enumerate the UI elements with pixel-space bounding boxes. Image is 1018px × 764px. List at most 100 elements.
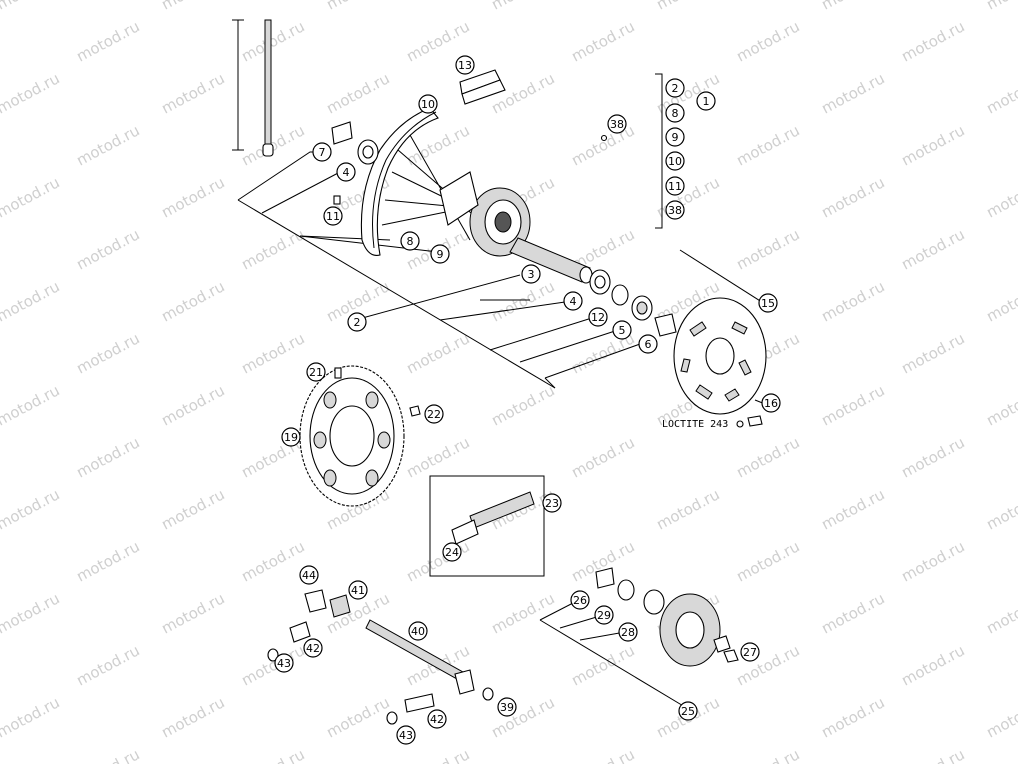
callout-circle <box>312 142 332 162</box>
callout-number: 23 <box>545 497 559 510</box>
callout-number: 9 <box>437 248 444 261</box>
long-axle-part <box>262 19 274 157</box>
callout-circle <box>563 291 583 311</box>
watermark-text: motod.ru <box>733 225 802 273</box>
part-number-callout: 41 <box>348 580 368 600</box>
callout-number: 21 <box>309 366 323 379</box>
watermark-text: motod.ru <box>158 0 227 14</box>
watermark-text: motod.ru <box>73 537 142 585</box>
watermark-text: motod.ru <box>403 537 472 585</box>
callout-circle <box>303 638 323 658</box>
part-number-callout: 42 <box>427 709 447 729</box>
callout-circle <box>427 709 447 729</box>
watermark-text: motod.ru <box>158 485 227 533</box>
watermark-text: motod.ru <box>983 0 1018 14</box>
watermark-text: motod.ru <box>653 173 722 221</box>
part-number-callout: 27 <box>740 642 760 662</box>
watermark-text: motod.ru <box>73 17 142 65</box>
callout-circle <box>521 264 541 284</box>
watermark-text: motod.ru <box>73 745 142 764</box>
watermark-text: motod.ru <box>898 745 967 764</box>
chain-box <box>429 475 545 577</box>
callout-circle <box>618 622 638 642</box>
part-number-callout: 19 <box>281 427 301 447</box>
callout-circle <box>570 590 590 610</box>
callout-number: 43 <box>399 729 413 742</box>
rim-strip-part <box>459 69 506 105</box>
callout-circle <box>740 642 760 662</box>
part-number-callout: 40 <box>408 621 428 641</box>
part-number-callout: 8 <box>400 231 420 251</box>
watermark-text: motod.ru <box>158 589 227 637</box>
watermark-text: motod.ru <box>488 693 557 741</box>
callout-number: 4 <box>343 166 350 179</box>
watermark-text: motod.ru <box>73 225 142 273</box>
watermark-text: motod.ru <box>403 433 472 481</box>
part-callouts: 1289101138131038741189324125615212219162… <box>274 55 781 745</box>
part-number-callout: 11 <box>665 176 685 196</box>
callout-number: 41 <box>351 584 365 597</box>
spacer-parts-top <box>331 121 379 205</box>
watermark-text: motod.ru <box>653 0 722 14</box>
part-number-callout: 42 <box>303 638 323 658</box>
callout-circle <box>306 362 326 382</box>
watermark-text: motod.ru <box>898 433 967 481</box>
callout-number: 2 <box>354 316 361 329</box>
brake-disc-part <box>673 297 767 415</box>
watermark-text: motod.ru <box>323 693 392 741</box>
callout-circle <box>442 542 462 562</box>
callout-circle <box>400 231 420 251</box>
callout-circle <box>348 580 368 600</box>
part-number-callout: 21 <box>306 362 326 382</box>
part-number-callout: 13 <box>455 55 475 75</box>
watermark-text: motod.ru <box>983 69 1018 117</box>
watermark-text: motod.ru <box>983 173 1018 221</box>
callout-number: 26 <box>573 594 587 607</box>
part-number-callout: 28 <box>618 622 638 642</box>
callout-circle <box>542 493 562 513</box>
part-number-callout: 5 <box>612 320 632 340</box>
watermark-text: motod.ru <box>733 17 802 65</box>
watermark-text: motod.ru <box>323 0 392 14</box>
part-number-callout: 4 <box>336 162 356 182</box>
watermark-text: motod.ru <box>568 121 637 169</box>
callout-number: 29 <box>597 609 611 622</box>
callout-circle <box>274 653 294 673</box>
watermark-text: motod.ru <box>238 745 307 764</box>
watermark-text: motod.ru <box>0 381 63 429</box>
watermark-text: motod.ru <box>653 69 722 117</box>
callout-circle <box>678 701 698 721</box>
callout-number: 39 <box>500 701 514 714</box>
callout-circle <box>594 605 614 625</box>
watermark-text: motod.ru <box>73 433 142 481</box>
watermark-text: motod.ru <box>818 69 887 117</box>
part-number-callout: 2 <box>347 312 367 332</box>
callout-number: 2 <box>672 82 679 95</box>
part-number-callout: 15 <box>758 293 778 313</box>
callout-circle <box>638 334 658 354</box>
sprocket-bolt-nut-parts <box>334 367 421 417</box>
part-number-callout: 23 <box>542 493 562 513</box>
hub-part <box>439 171 531 257</box>
watermark-text: motod.ru <box>158 277 227 325</box>
callout-circle <box>347 312 367 332</box>
callout-circle <box>761 393 781 413</box>
part-number-callout: 43 <box>396 725 416 745</box>
callout-circle <box>588 307 608 327</box>
callout-number: 28 <box>621 626 635 639</box>
callout-number: 42 <box>430 713 444 726</box>
watermark-text: motod.ru <box>488 589 557 637</box>
watermark-text: motod.ru <box>818 381 887 429</box>
callout-number: 25 <box>681 705 695 718</box>
watermark-text: motod.ru <box>898 537 967 585</box>
part-number-callout: 1 <box>696 91 716 111</box>
watermark-text: motod.ru <box>0 485 63 533</box>
callout-number: 11 <box>668 180 682 193</box>
callout-number: 44 <box>302 569 316 582</box>
callout-number: 38 <box>668 204 682 217</box>
callout-circle <box>665 176 685 196</box>
sprocket-part <box>299 365 405 507</box>
watermark-text: motod.ru <box>818 277 887 325</box>
